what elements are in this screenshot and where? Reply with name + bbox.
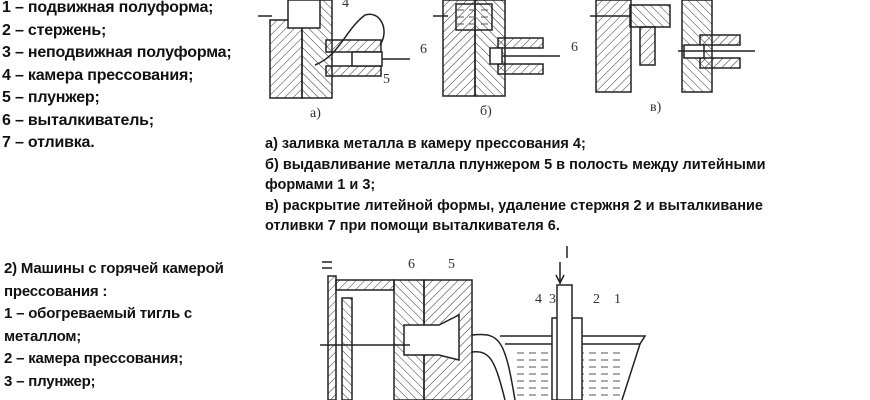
part-label: 3: [549, 292, 556, 307]
legend-item: 2 – камера прессования;: [4, 350, 183, 367]
caption-line: б) выдавливание металла плунжером 5 в по…: [265, 156, 766, 173]
caption-line: отливки 7 при помощи выталкивателя 6.: [265, 218, 560, 234]
diagram-a: [258, 0, 410, 99]
part-label: 6: [420, 42, 427, 57]
sub-label-c: в): [650, 100, 662, 115]
cold-chamber-legend: 1 – подвижная полуформа; 2 – стержень; 3…: [2, 0, 232, 155]
legend-item: металлом;: [4, 327, 82, 345]
part-label: 6: [571, 40, 578, 55]
part-label: 2: [593, 292, 600, 307]
legend-item: 6 – выталкиватель;: [2, 111, 154, 129]
legend-item: 3 – неподвижная полуформа;: [2, 44, 232, 61]
legend-item: 5 – плунжер;: [2, 89, 100, 106]
section-title: 2) Машины с горячей камерой: [4, 260, 224, 277]
diagram-c: [590, 0, 755, 93]
hot-chamber-legend: 2) Машины с горячей камерой прессования …: [4, 258, 224, 393]
stage-captions: а) заливка металла в камеру прессования …: [265, 134, 766, 237]
legend-item: 2 – стержень;: [2, 21, 107, 39]
legend-item: 7 – отливка.: [2, 134, 95, 151]
legend-item: 1 – обогреваемый тигль с: [4, 305, 193, 322]
hot-chamber-diagram: [320, 246, 647, 400]
legend-item: 4 – камера прессования;: [2, 66, 194, 84]
caption-line: а) заливка металла в камеру прессования …: [265, 136, 586, 152]
sub-label-a: а): [310, 106, 321, 121]
part-label: 5: [383, 72, 390, 87]
legend-item: 3 – плунжер;: [4, 372, 96, 390]
caption-line: формами 1 и 3;: [265, 177, 376, 193]
legend-item: 1 – подвижная полуформа;: [2, 0, 214, 16]
part-label: 4: [535, 292, 542, 307]
sub-label-b: б): [480, 104, 492, 119]
caption-line: в) раскрытие литейной формы, удаление ст…: [265, 197, 763, 214]
part-label: 6: [408, 257, 415, 272]
part-label: 5: [448, 257, 455, 272]
diagram-b: [433, 0, 560, 97]
section-title: прессования :: [4, 282, 108, 300]
part-label: 1: [614, 292, 621, 307]
part-label: 4: [342, 0, 349, 11]
